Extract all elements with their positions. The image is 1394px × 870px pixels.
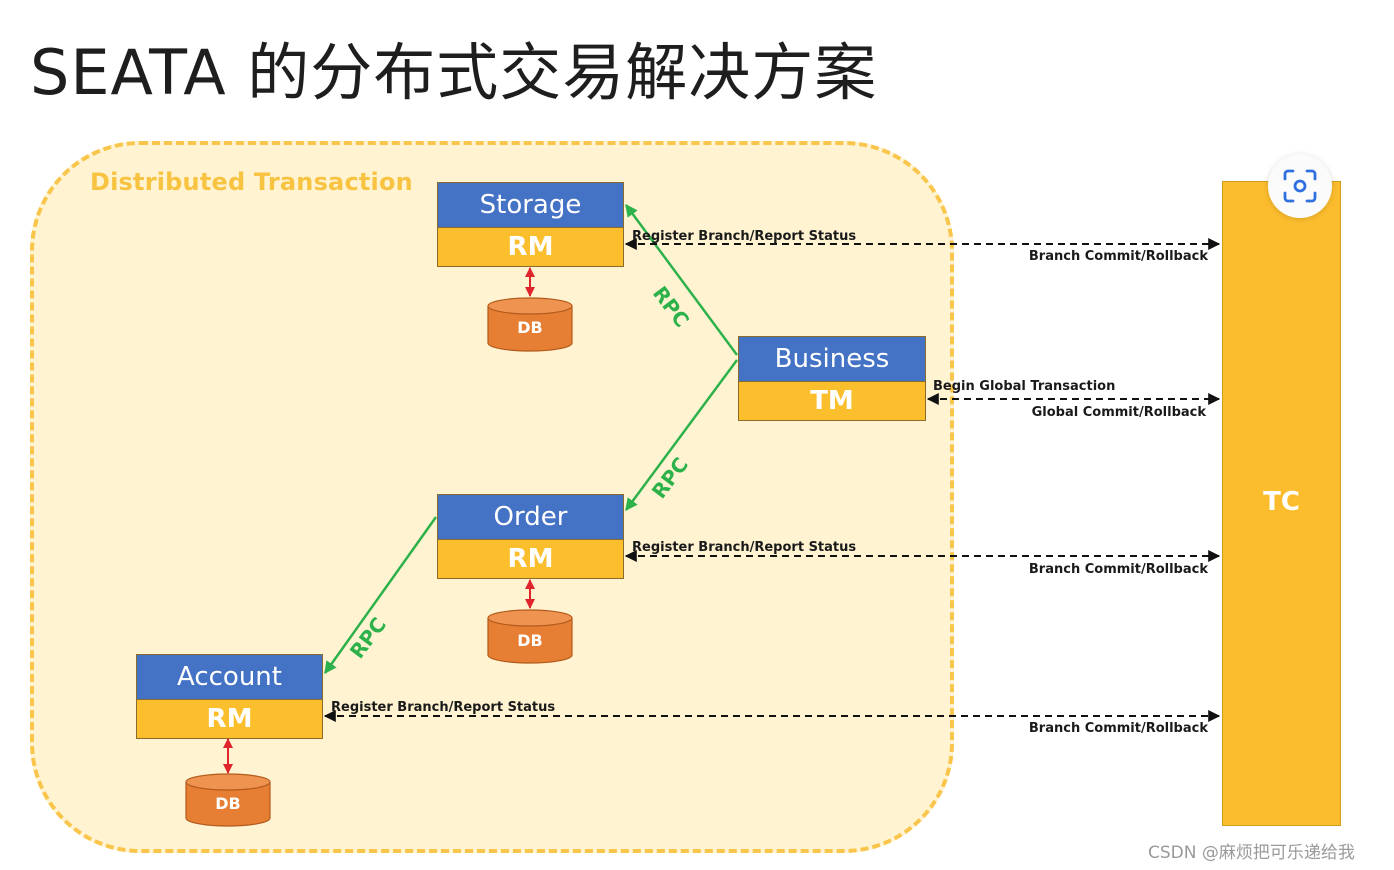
account-role: RM — [137, 699, 322, 738]
storage-top-label: Register Branch/Report Status — [632, 229, 856, 244]
order-service: Order RM — [437, 494, 624, 579]
account-top-label: Register Branch/Report Status — [331, 700, 555, 715]
account-bottom-label: Branch Commit/Rollback — [1029, 721, 1208, 736]
business-bottom-label: Global Commit/Rollback — [1032, 405, 1207, 420]
container-label: Distributed Transaction — [90, 168, 413, 196]
storage-role: RM — [438, 227, 623, 266]
business-top-label: Begin Global Transaction — [933, 379, 1115, 394]
db-storage-label: DB — [517, 318, 542, 337]
db-account-label: DB — [215, 794, 240, 813]
db-account: DB — [185, 773, 271, 827]
db-order: DB — [487, 609, 573, 664]
account-name: Account — [137, 655, 322, 699]
scan-button[interactable] — [1268, 154, 1332, 218]
rpc-line-business-storage — [624, 203, 739, 356]
order-role: RM — [438, 539, 623, 578]
order-name: Order — [438, 495, 623, 539]
db-storage: DB — [487, 297, 573, 352]
db-order-label: DB — [517, 631, 542, 650]
account-service: Account RM — [136, 654, 323, 739]
order-top-label: Register Branch/Report Status — [632, 540, 856, 555]
business-service: Business TM — [738, 336, 926, 421]
storage-name: Storage — [438, 183, 623, 227]
storage-bottom-label: Branch Commit/Rollback — [1029, 249, 1208, 264]
order-bottom-label: Branch Commit/Rollback — [1029, 562, 1208, 577]
rpc-line-business-order — [624, 359, 739, 512]
business-name: Business — [739, 337, 925, 381]
business-role: TM — [739, 381, 925, 420]
storage-service: Storage RM — [437, 182, 624, 267]
rpc-line-order-account — [323, 516, 438, 675]
scan-icon — [1283, 169, 1317, 203]
tc-box: TC — [1222, 181, 1341, 826]
rpc-label-order: RPC — [647, 453, 693, 503]
watermark: CSDN @麻烦把可乐递给我 — [1148, 843, 1355, 863]
tc-label: TC — [1263, 487, 1300, 517]
rpc-label-account: RPC — [345, 613, 391, 663]
page-title: SEATA 的分布式交易解决方案 — [30, 36, 878, 109]
